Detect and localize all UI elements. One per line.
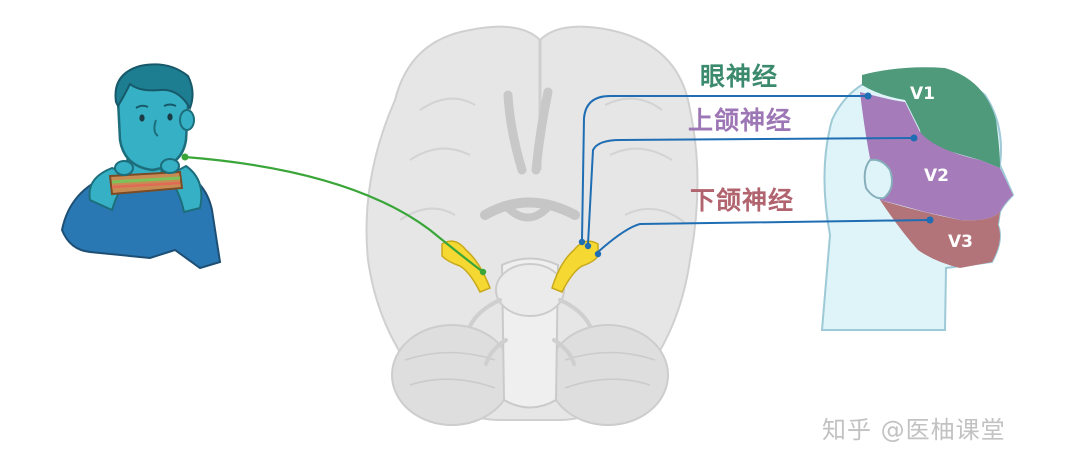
left-trigeminal-ganglion (441, 240, 491, 293)
v2-zone (860, 92, 1013, 221)
maxillary-nerve-label: 上颌神经 (688, 106, 793, 135)
sensory-target-point (479, 268, 487, 276)
mandibular-nerve-line (597, 219, 931, 253)
brain-illustration (365, 25, 699, 426)
head-profile-illustration (820, 67, 1015, 331)
maxillary-nerve-line (587, 137, 915, 245)
right-trigeminal-ganglion (551, 240, 599, 293)
v3-zone (880, 200, 1000, 268)
ophthalmic-nerve-line (581, 95, 868, 241)
nerve-pathways (578, 92, 934, 258)
v3-zone-label: V3 (948, 232, 973, 252)
v1-zone (862, 67, 1000, 168)
v1-zone-label: V1 (910, 84, 935, 104)
mandibular-nerve-label: 下颌神经 (690, 186, 795, 215)
person-eating-illustration (60, 63, 222, 270)
ophthalmic-nerve-label: 眼神经 (700, 62, 779, 91)
sensory-pathway-line (184, 155, 484, 273)
v2-zone-label: V2 (924, 166, 949, 186)
watermark-text: 知乎 @医柚课堂 (822, 416, 1006, 444)
